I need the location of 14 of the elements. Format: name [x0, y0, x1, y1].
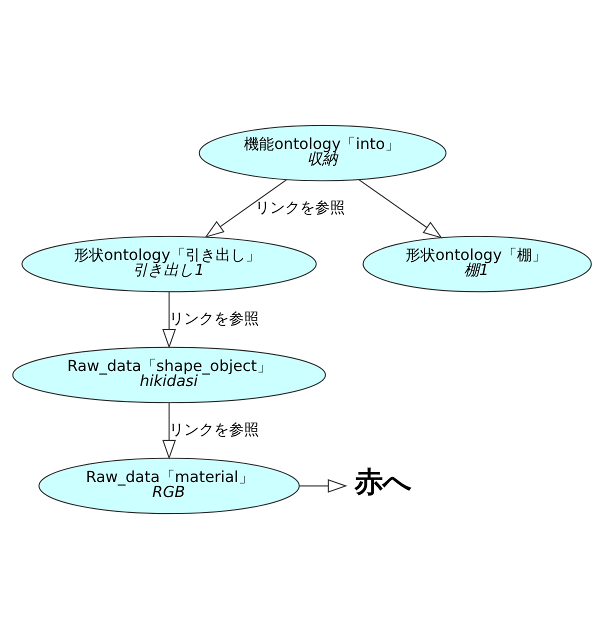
arrow: [299, 479, 348, 493]
node-ellipse: 形状ontology「棚」 棚1: [362, 236, 592, 292]
edge-label: リンクを参照: [255, 198, 346, 217]
arrow: [204, 179, 287, 238]
node-ellipse: 機能ontology「into」 収納: [198, 124, 446, 182]
edge-label: リンクを参照: [169, 310, 260, 328]
arrow: [162, 402, 176, 460]
node-ellipse: Raw_data「shape_object」 hikidasi: [12, 346, 326, 404]
arrow: [162, 292, 176, 349]
arrow: [358, 179, 443, 239]
node-text: 赤へ: [354, 466, 412, 499]
node-ellipse: Raw_data「material」 RGB: [38, 458, 300, 514]
edge-label: リンクを参照: [169, 420, 260, 438]
node-ellipse: 形状ontology「引き出し」 引き出し1: [21, 236, 317, 292]
